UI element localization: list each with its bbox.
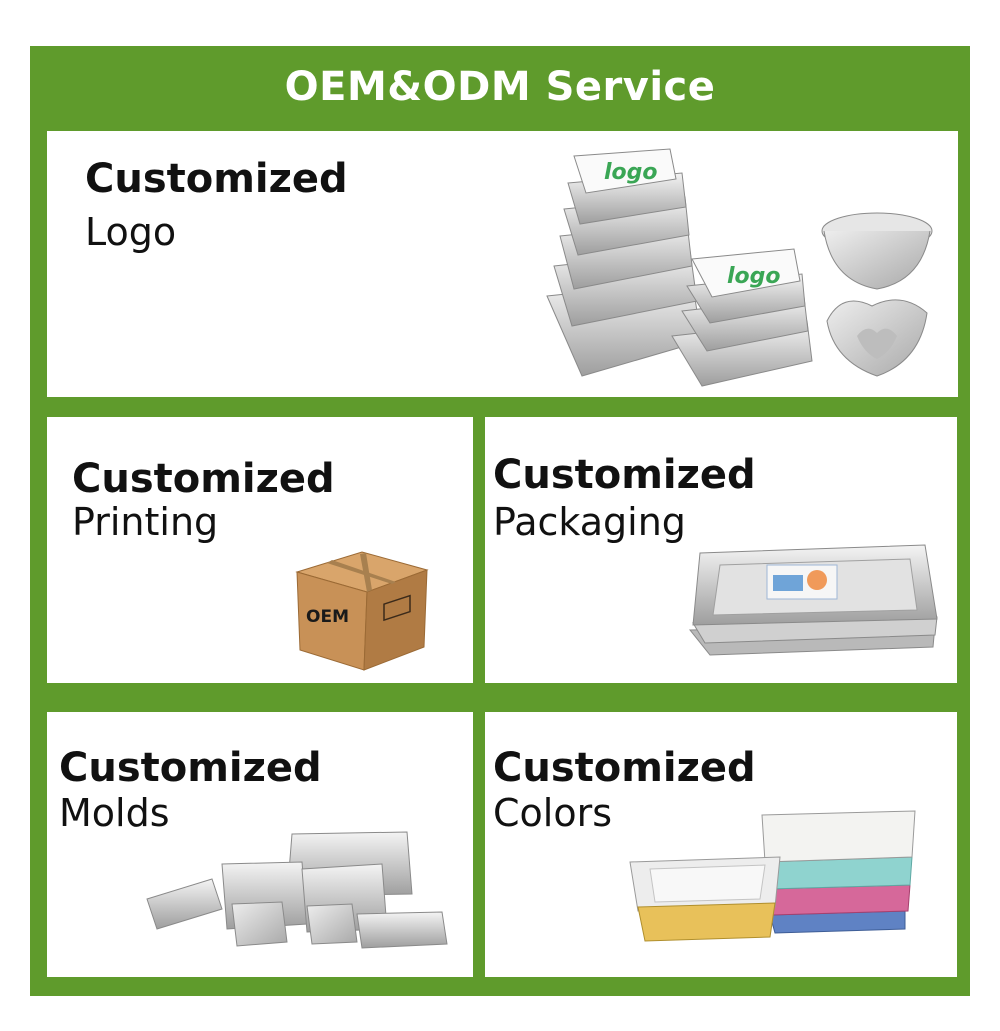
- panel-subheading: Packaging: [493, 500, 686, 544]
- panel-subheading: Molds: [59, 791, 170, 835]
- panel-customized-logo: Customized Logo logo: [47, 131, 958, 397]
- page-title: OEM&ODM Service: [284, 64, 716, 110]
- service-frame: OEM&ODM Service Customized Logo: [30, 46, 970, 996]
- panel-subheading: Printing: [72, 500, 219, 544]
- panel-subheading: Logo: [85, 210, 177, 254]
- panel-customized-packaging: Customized Packaging: [485, 417, 957, 683]
- panel-heading: Customized: [85, 156, 348, 202]
- colored-trays-image: [629, 810, 916, 942]
- panel-heading: Customized: [493, 745, 756, 791]
- tray-logo-text: logo: [604, 160, 658, 185]
- foil-pan-stack-image: [688, 544, 938, 656]
- tray-logo-text: logo: [727, 264, 781, 289]
- panel-customized-colors: Customized Colors: [485, 712, 957, 977]
- cardboard-box-image: OEM: [295, 551, 429, 671]
- panel-heading: Customized: [72, 456, 335, 502]
- foil-molds-image: [146, 831, 448, 949]
- stacked-foil-trays-image: logo logo: [546, 148, 933, 387]
- box-oem-text: OEM: [306, 607, 349, 627]
- panel-heading: Customized: [59, 745, 322, 791]
- panel-subheading: Colors: [493, 791, 613, 835]
- panel-customized-printing: Customized Printing OEM: [47, 417, 473, 683]
- panel-heading: Customized: [493, 452, 756, 498]
- panel-customized-molds: Customized Molds: [47, 712, 473, 977]
